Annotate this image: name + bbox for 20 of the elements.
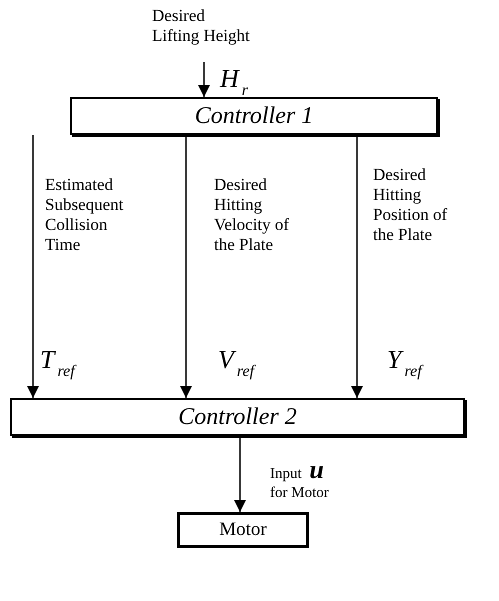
signal-symbol: T$_{ref}$	[40, 345, 75, 381]
box-label: Motor	[219, 519, 267, 541]
arrow	[234, 436, 246, 512]
arrow	[180, 135, 192, 398]
arrow	[27, 135, 39, 398]
signal-symbol: Y$_{ref}$	[387, 345, 422, 381]
signal-symbol: V$_{ref}$	[218, 345, 254, 381]
signal-description: Estimated Subsequent Collision Time	[45, 175, 124, 255]
signal-symbol: H$_{r}$	[220, 64, 248, 100]
controller-box	[70, 97, 438, 135]
box-label: Controller 2	[178, 404, 297, 430]
box-label: Controller 1	[194, 102, 314, 130]
motor-box	[177, 512, 309, 548]
arrow	[351, 135, 363, 398]
signal-description: Desired Hitting Position of the Plate	[373, 165, 448, 245]
edge-label: Input u for Motor	[270, 460, 330, 503]
arrow	[198, 62, 210, 97]
controller-box	[10, 398, 465, 436]
signal-description: Desired Lifting Height	[152, 6, 251, 46]
signal-description: Desired Hitting Velocity of the Plate	[214, 175, 290, 255]
